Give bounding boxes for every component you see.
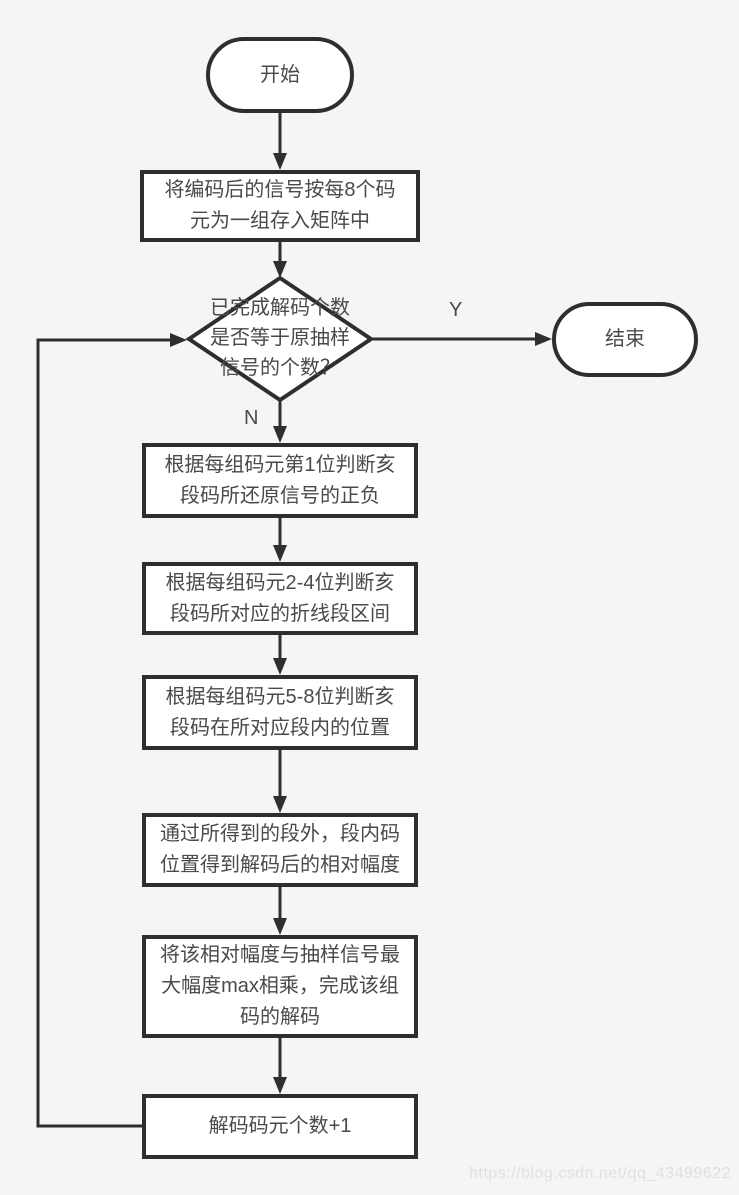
branch-label-yes: Y: [449, 299, 463, 321]
watermark: https://blog.csdn.net/qq_43499622: [468, 1165, 731, 1182]
arrow-decision-to-step2: [273, 400, 287, 443]
step-multiply-max: 将该相对幅度与抽样信号最 大幅度max相乘，完成该组 码的解码: [142, 935, 418, 1038]
arrow-start-to-step1: [273, 113, 287, 170]
branch-label-no: N: [244, 407, 259, 429]
arrow-loop-step7-to-decision: [36, 333, 187, 1128]
arrow-step3-to-step4: [273, 635, 287, 675]
start-node: 开始: [206, 37, 354, 113]
step-increment-counter: 解码码元个数+1: [142, 1094, 418, 1159]
arrow-step5-to-step6: [273, 887, 287, 935]
decision-text: 已完成解码个数 是否等于原抽样 信号的个数？: [210, 297, 350, 379]
step-judge-segment: 根据每组码元2-4位判断亥 段码所对应的折线段区间: [142, 562, 418, 635]
arrow-decision-to-end: [371, 332, 552, 346]
step-judge-position: 根据每组码元5-8位判断亥 段码在所对应段内的位置: [142, 675, 418, 750]
end-node: 结束: [552, 302, 698, 377]
decision-diamond: [185, 275, 375, 403]
step-judge-sign: 根据每组码元第1位判断亥 段码所还原信号的正负: [142, 443, 418, 518]
step-relative-amplitude: 通过所得到的段外，段内码 位置得到解码后的相对幅度: [142, 813, 418, 887]
arrow-step4-to-step5: [273, 750, 287, 813]
step-store-matrix: 将编码后的信号按每8个码 元为一组存入矩阵中: [140, 170, 420, 242]
arrow-step6-to-step7: [273, 1038, 287, 1094]
arrow-step2-to-step3: [273, 518, 287, 562]
arrow-step1-to-decision: [273, 242, 287, 278]
